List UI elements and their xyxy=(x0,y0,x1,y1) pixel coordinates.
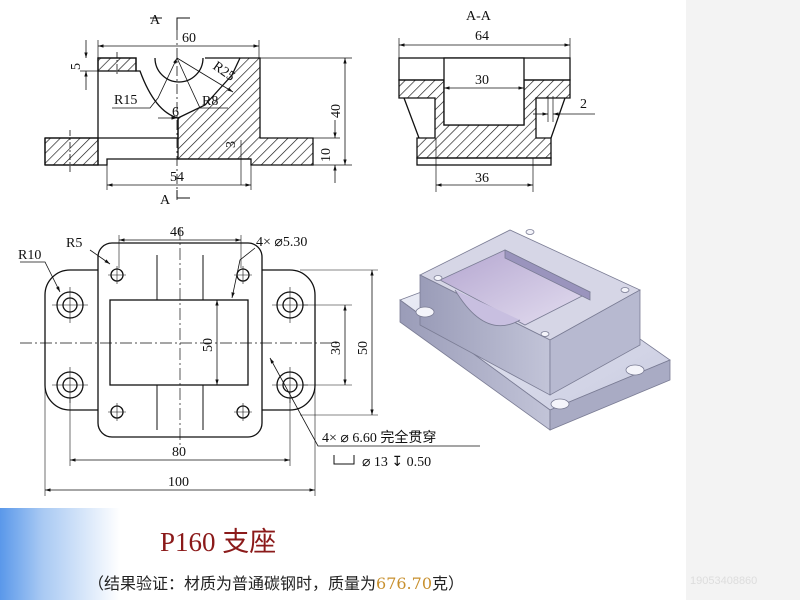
dim-5: 5 xyxy=(69,63,84,70)
callout-small-holes: 4× ⌀5.30 xyxy=(256,235,307,250)
dim-40: 40 xyxy=(329,104,344,118)
callout-counterbore: ⌀ 13 ↧ 0.50 xyxy=(362,455,431,470)
dim-10: 10 xyxy=(319,148,334,162)
dim-60: 60 xyxy=(182,31,196,46)
top-view xyxy=(20,228,480,496)
accent-bar xyxy=(0,508,120,600)
dim-3: 3 xyxy=(224,141,239,148)
callout-large-holes: 4× ⌀ 6.60 完全贯穿 xyxy=(322,429,436,446)
dim-50-inner: 50 xyxy=(201,338,216,352)
mass-value: 676.70 xyxy=(376,574,432,593)
dim-r5: R5 xyxy=(66,236,82,251)
front-view-labels: A A 60 40 10 5 54 R25 R15 R8 6 3 xyxy=(69,13,344,208)
dim-30: 30 xyxy=(475,73,489,88)
dim-r15: R15 xyxy=(114,93,137,108)
dim-6: 6 xyxy=(172,105,179,120)
note-suffix: 克） xyxy=(432,574,465,593)
top-view-labels: 46 80 100 50 30 50 R5 R10 4× ⌀5.30 4× ⌀ … xyxy=(18,225,436,490)
section-view xyxy=(398,38,595,192)
section-view-labels: A-A 64 30 36 2 xyxy=(466,9,587,186)
isometric-model xyxy=(399,229,671,431)
section-label: A-A xyxy=(466,9,492,24)
section-marker-top: A xyxy=(150,13,161,28)
dim-36: 36 xyxy=(475,171,489,186)
dim-30-v: 30 xyxy=(329,341,344,355)
dim-r10: R10 xyxy=(18,248,41,263)
drawing-title: P160 支座 xyxy=(160,527,277,557)
front-view xyxy=(44,17,352,200)
verification-note: （结果验证：材质为普通碳钢时，质量为676.70克） xyxy=(88,570,464,594)
right-margin-strip xyxy=(686,0,800,600)
dim-2: 2 xyxy=(580,97,587,112)
dim-46: 46 xyxy=(170,225,184,240)
dim-64: 64 xyxy=(475,29,489,44)
dim-54: 54 xyxy=(170,170,184,185)
dim-80: 80 xyxy=(172,445,186,460)
section-marker-bottom: A xyxy=(160,193,171,208)
note-prefix: （结果验证：材质为普通碳钢时，质量为 xyxy=(88,574,377,593)
dim-50-v: 50 xyxy=(356,341,371,355)
dim-100: 100 xyxy=(168,475,189,490)
watermark: 19053408860 xyxy=(690,575,758,587)
dim-r8: R8 xyxy=(202,94,218,109)
